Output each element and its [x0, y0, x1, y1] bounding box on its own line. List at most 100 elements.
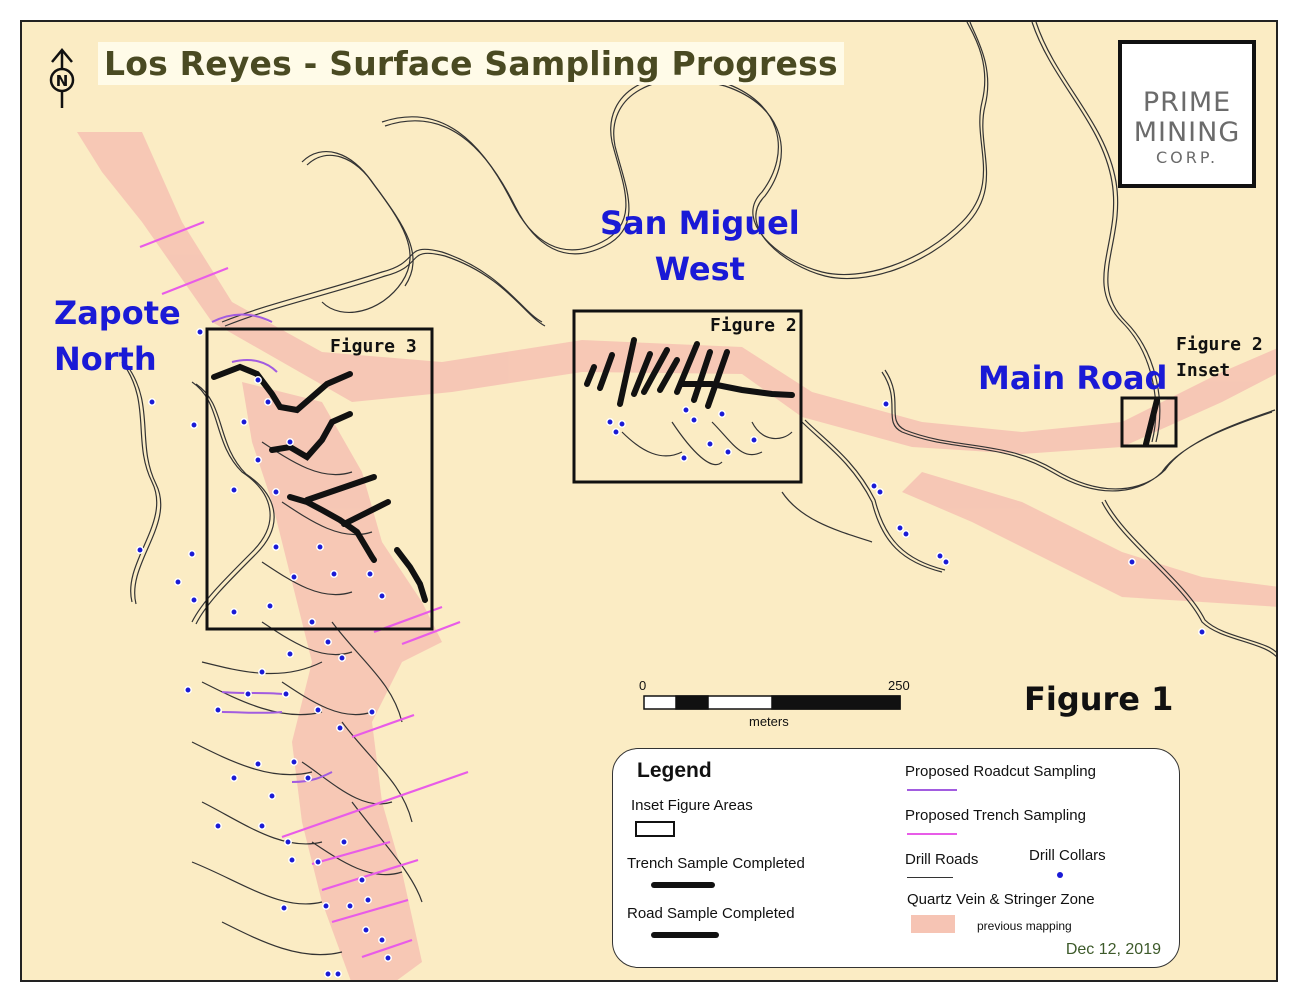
collar: [304, 774, 312, 782]
collar: [336, 724, 344, 732]
quartz-zone-main: [77, 132, 1276, 454]
collar: [340, 838, 348, 846]
map-frame: N Los Reyes - Surface Sampling Progress …: [20, 20, 1278, 982]
collar: [230, 774, 238, 782]
legend-drill-collar-swatch: [1057, 872, 1063, 878]
legend-previous-mapping-label: previous mapping: [977, 919, 1072, 933]
collar: [136, 546, 144, 554]
inset-box-figure3: [205, 327, 434, 631]
collar: [240, 418, 248, 426]
collar: [324, 638, 332, 646]
road-central: [221, 248, 546, 327]
north-arrow-icon: [49, 48, 75, 108]
trench-sample-sm-5: [641, 347, 670, 395]
trench-2: [161, 266, 229, 296]
road-east: [781, 369, 1276, 573]
trench-sample-sm-10: [1143, 397, 1160, 447]
logo-line-1: PRIME: [1142, 87, 1232, 118]
trench-sample-zapote-2: [341, 499, 391, 527]
collar: [254, 456, 262, 464]
collar: [942, 558, 950, 566]
roadcut-3: [221, 691, 283, 695]
trench-10: [361, 938, 413, 959]
trench-sample-sm-2: [597, 352, 615, 391]
figure-label: Figure 1: [1024, 680, 1174, 718]
collar: [870, 482, 878, 490]
road-southeast: [1101, 499, 1276, 658]
drill-roads: [121, 22, 1276, 956]
proposed-roadcut-lines: [211, 313, 333, 783]
legend-road-completed-swatch: [651, 932, 719, 938]
roadcut-5: [291, 771, 333, 783]
collar: [606, 418, 614, 426]
quartz-zone-south: [242, 382, 442, 980]
collar: [876, 488, 884, 496]
collar: [286, 650, 294, 658]
inset-figure-boxes: [205, 309, 1178, 631]
collar: [244, 690, 252, 698]
collar: [750, 436, 758, 444]
legend-inset-swatch: [635, 821, 675, 837]
collar: [188, 550, 196, 558]
collar: [346, 902, 354, 910]
inset-label-figure2-inset: Figure 2 Inset: [1176, 334, 1263, 381]
scale-unit-label: meters: [749, 714, 789, 729]
collar: [314, 858, 322, 866]
map-canvas: N: [49, 22, 1276, 980]
trench-8: [321, 858, 419, 892]
collar: [1128, 558, 1136, 566]
collar: [254, 760, 262, 768]
legend-trench-proposed-swatch: [907, 833, 957, 835]
road-northeast: [1031, 22, 1161, 443]
collar: [724, 448, 732, 456]
collar: [230, 486, 238, 494]
roadcut-1: [211, 313, 273, 323]
collar: [190, 421, 198, 429]
collar: [290, 573, 298, 581]
collar: [284, 838, 292, 846]
collar: [882, 400, 890, 408]
trench-9: [331, 898, 409, 924]
collar: [314, 706, 322, 714]
trench-sample-sm-7: [674, 341, 700, 395]
trench-6: [281, 770, 469, 839]
inset-box-figure2: [572, 309, 803, 484]
legend-title: Legend: [637, 759, 712, 782]
area-label-zapote-north: Zapote North: [54, 294, 181, 378]
collar: [308, 618, 316, 626]
collar: [364, 896, 372, 904]
inset-box-figure2-inset: [1120, 396, 1178, 448]
collar: [612, 428, 620, 436]
legend-drill-collars-label: Drill Collars: [1029, 847, 1106, 864]
collar: [358, 876, 366, 884]
legend-trench-proposed-label: Proposed Trench Sampling: [905, 807, 1086, 824]
trench-sample-sm-6: [657, 357, 680, 393]
collar: [286, 438, 294, 446]
collar: [330, 570, 338, 578]
collar: [290, 758, 298, 766]
legend-trench-completed-label: Trench Sample Completed: [627, 855, 805, 872]
trench-sample-sm-4: [631, 351, 653, 397]
collar: [258, 668, 266, 676]
collar: [266, 602, 274, 610]
collar: [690, 416, 698, 424]
collar: [896, 524, 904, 532]
collar: [196, 328, 204, 336]
trench-4: [401, 620, 461, 646]
legend-drill-roads-swatch: [907, 877, 953, 878]
scale-bar: [643, 695, 901, 710]
collar: [706, 440, 714, 448]
trench-1: [139, 220, 205, 249]
collar: [214, 706, 222, 714]
collar: [272, 543, 280, 551]
collar: [368, 708, 376, 716]
collar: [1198, 628, 1206, 636]
inset-label-figure3: Figure 3: [330, 336, 417, 357]
logo-line-3: CORP.: [1155, 148, 1219, 167]
quartz-vein-zones: [77, 132, 1276, 980]
collar: [174, 578, 182, 586]
collar: [282, 690, 290, 698]
collar: [618, 420, 626, 428]
collar: [324, 970, 332, 978]
scale-end-label: 250: [888, 678, 910, 693]
